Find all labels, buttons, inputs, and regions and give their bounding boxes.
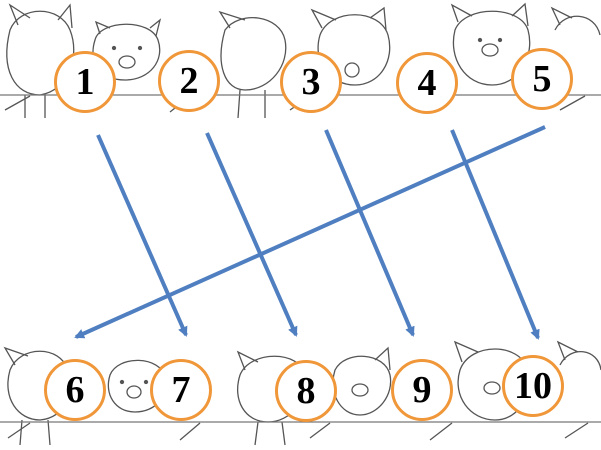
number-label: 1 — [76, 63, 95, 101]
number-circle-2: 2 — [158, 50, 220, 112]
pig-illustration — [220, 12, 286, 118]
pig-illustration — [552, 8, 600, 35]
number-label: 3 — [302, 63, 321, 101]
arrow-4-to-10 — [452, 130, 538, 338]
number-circle-3: 3 — [280, 51, 342, 113]
number-label: 7 — [172, 371, 191, 409]
number-label: 6 — [66, 371, 85, 409]
number-circle-1: 1 — [54, 51, 116, 113]
arrow-3-to-9 — [326, 130, 413, 335]
number-label: 8 — [297, 372, 316, 410]
number-circle-10: 10 — [502, 355, 564, 417]
number-label: 2 — [180, 62, 199, 100]
number-circle-5: 5 — [511, 48, 573, 110]
arrow-1-to-7 — [98, 135, 186, 335]
number-circle-4: 4 — [396, 52, 458, 114]
number-circle-9: 9 — [391, 359, 453, 421]
number-circle-8: 8 — [275, 360, 337, 422]
arrow-2-to-8 — [207, 133, 296, 335]
number-circle-7: 7 — [150, 359, 212, 421]
number-label: 4 — [418, 64, 437, 102]
pig-illustration — [558, 342, 601, 370]
number-label: 5 — [533, 60, 552, 98]
number-circle-6: 6 — [44, 359, 106, 421]
number-label: 9 — [413, 371, 432, 409]
number-label: 10 — [514, 367, 552, 405]
pig-illustration — [333, 348, 391, 415]
arrow-5-to-6 — [76, 127, 545, 337]
